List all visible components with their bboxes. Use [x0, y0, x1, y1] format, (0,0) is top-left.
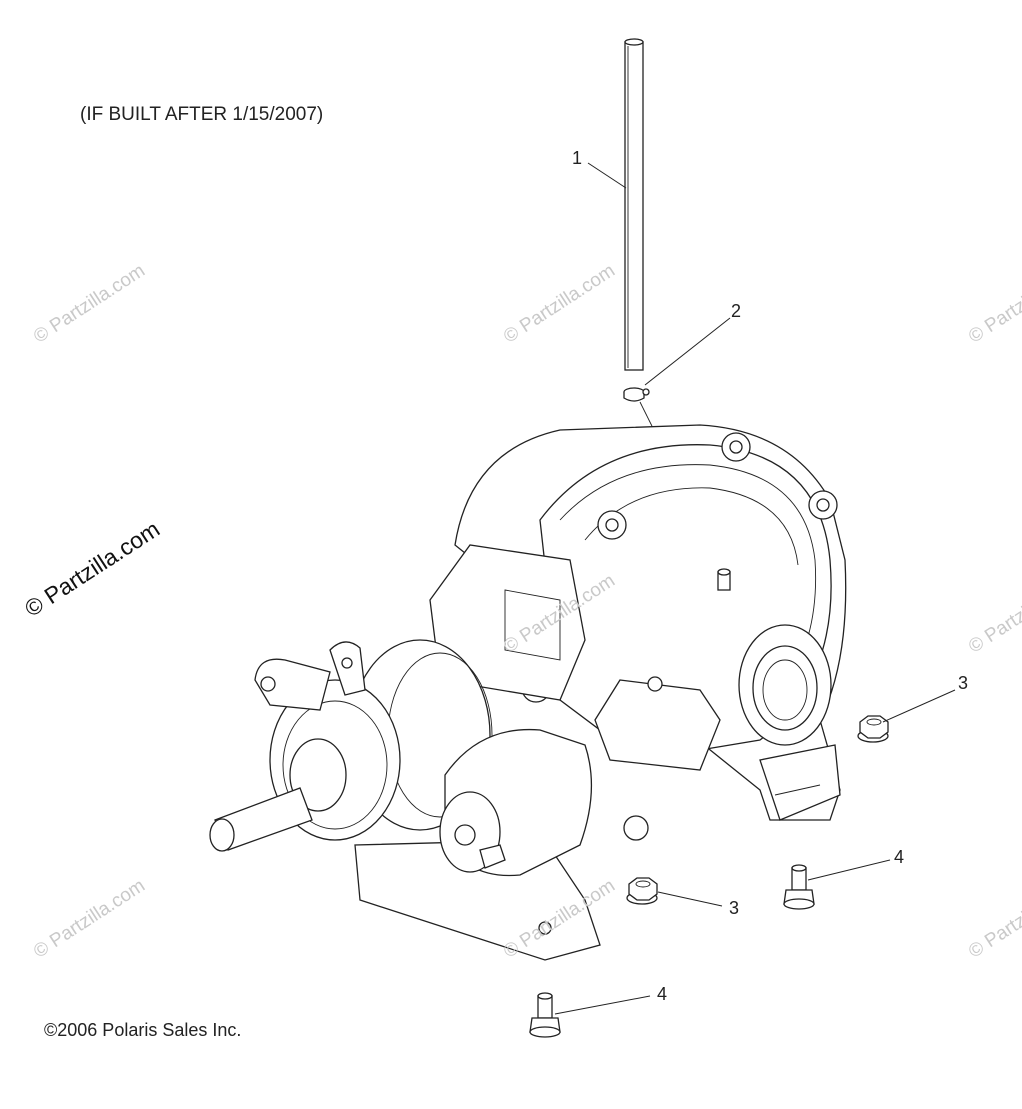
callout-3: 3 — [729, 898, 739, 918]
callout-2: 2 — [731, 301, 741, 321]
leader-line — [554, 995, 651, 1015]
leader-line — [807, 859, 891, 881]
build-date-note: (IF BUILT AFTER 1/15/2007) — [80, 104, 324, 125]
vent-tube — [624, 38, 644, 371]
callout-4: 4 — [657, 984, 667, 1004]
callout-1: 1 — [572, 148, 582, 168]
flange-bolt — [529, 992, 561, 1038]
gearcase-assembly — [209, 424, 847, 961]
leader-line — [657, 891, 723, 907]
copyright-text: ©2006 Polaris Sales Inc. — [44, 1020, 242, 1040]
leader-line — [587, 162, 627, 189]
flange-bolt — [783, 864, 815, 910]
hose-clamp — [623, 387, 650, 402]
flange-nut — [857, 715, 889, 743]
flange-nut — [626, 877, 658, 905]
leader-line — [644, 317, 731, 386]
callout-4: 4 — [894, 847, 904, 867]
callout-3: 3 — [958, 673, 968, 693]
leader-line — [882, 689, 956, 723]
